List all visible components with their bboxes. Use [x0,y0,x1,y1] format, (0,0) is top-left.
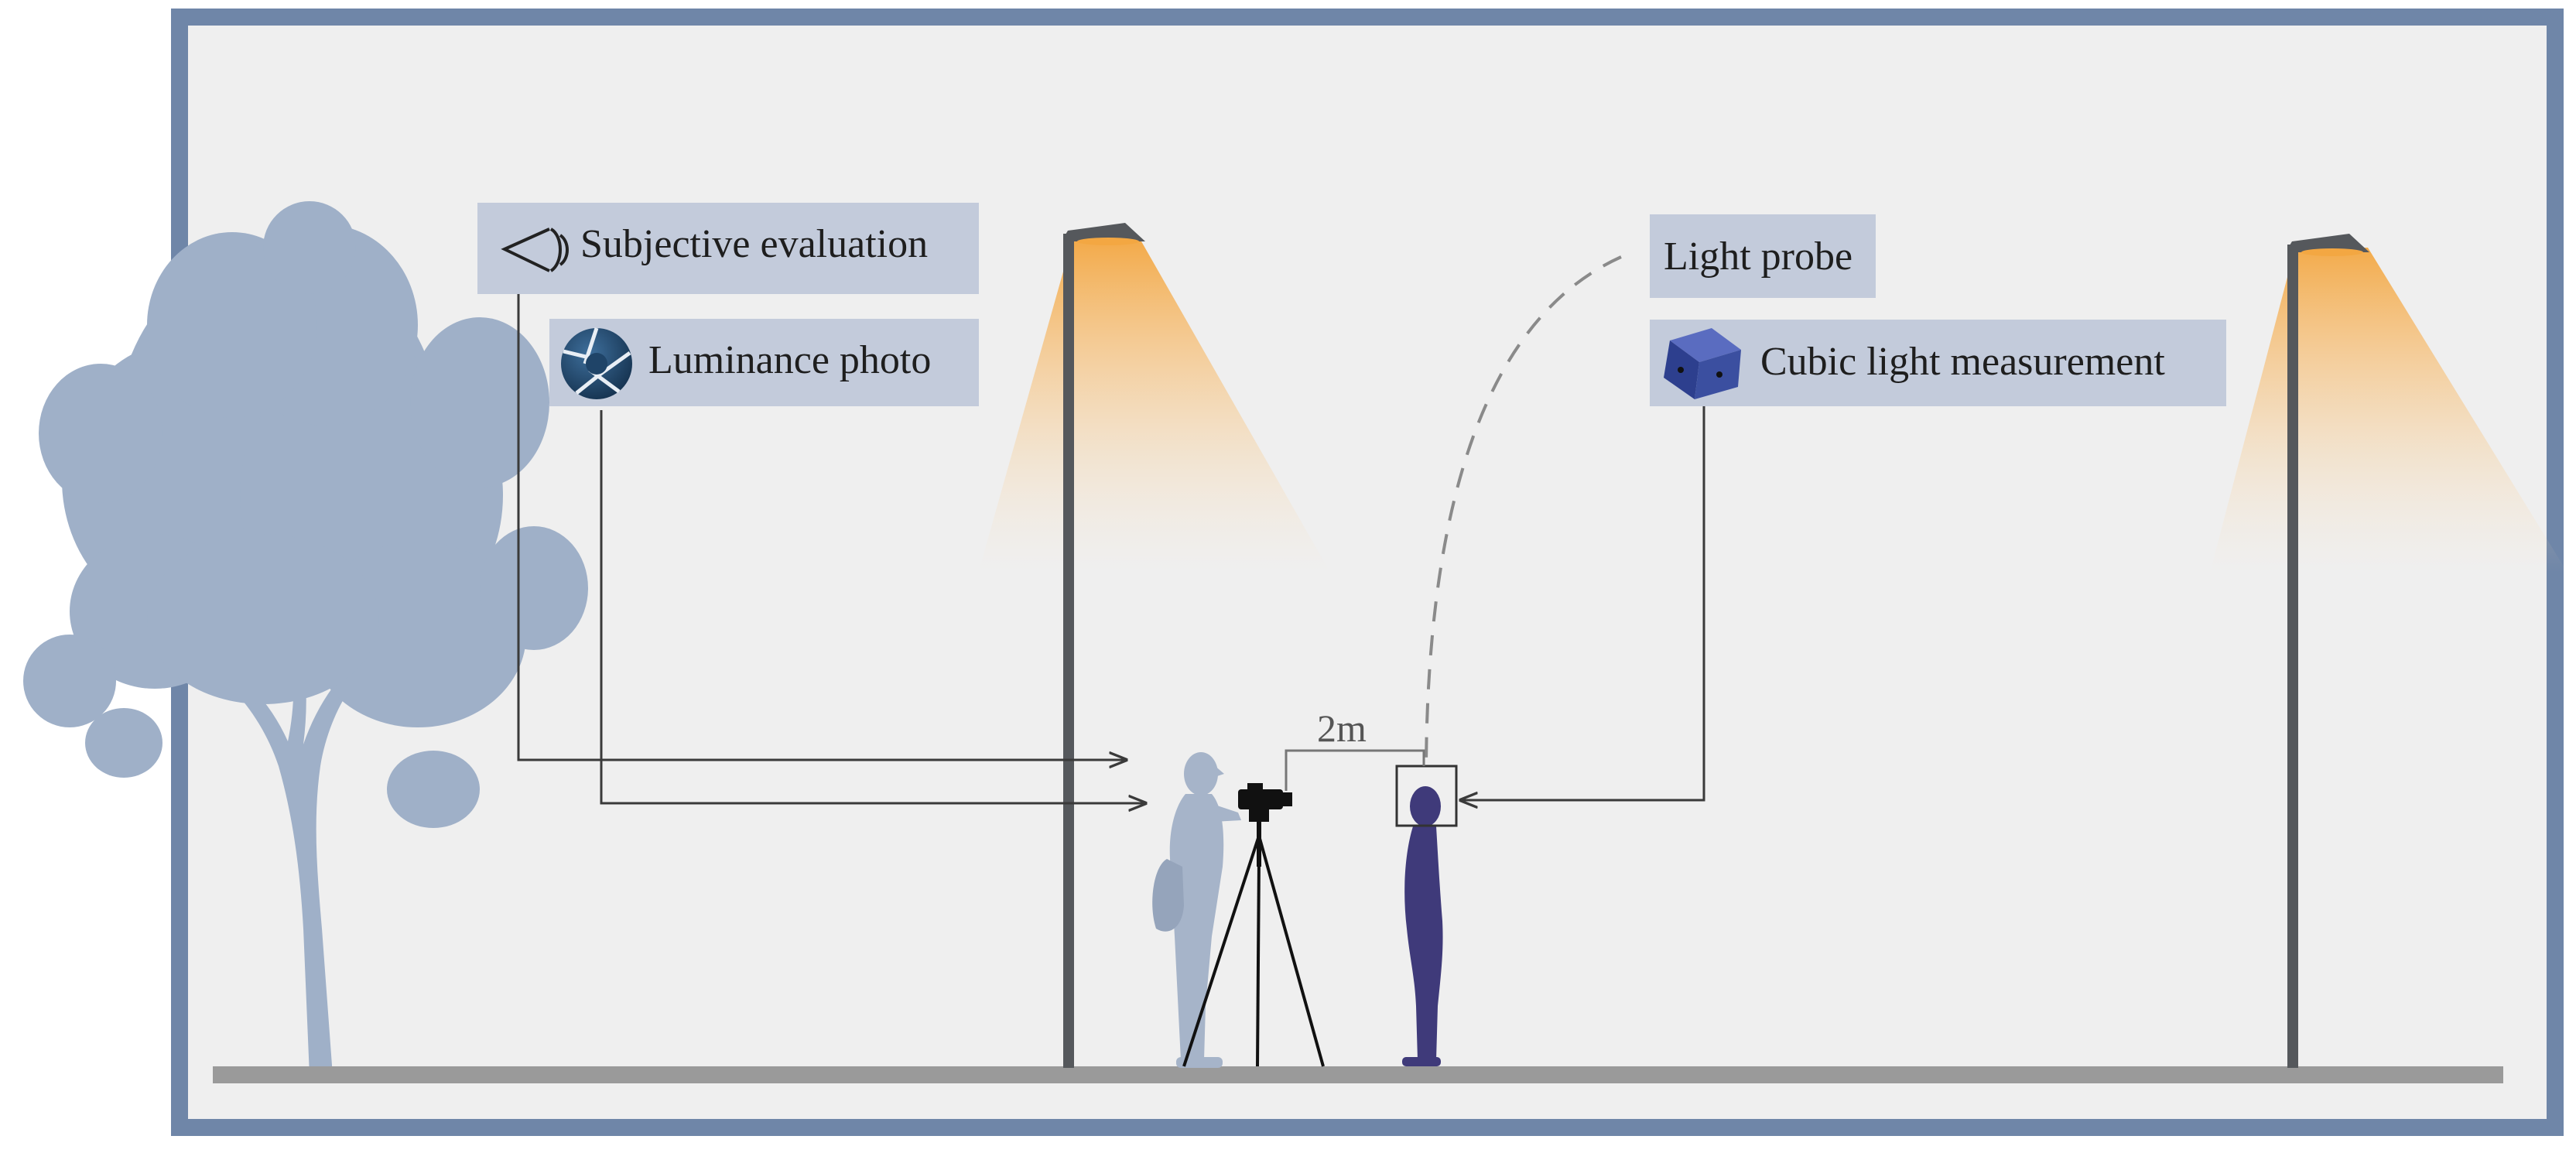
subjective-evaluation-text: Subjective evaluation [580,222,928,266]
cubic-light-measurement-text: Cubic light measurement [1760,340,2165,384]
cubic-light-measurement-label: Cubic light measurement [1650,320,2226,406]
subject-silhouette [1402,786,1443,1066]
distance-label: 2m [1317,707,1367,750]
cubic-measurement-connector [1461,406,1705,800]
light-probe-box [1395,765,1458,827]
subjective-evaluation-connector [517,294,1126,760]
luminance-photo-text: Luminance photo [648,338,931,382]
light-cone-right [2210,248,2567,573]
cube-icon [1664,328,1741,399]
light-probe-dashed-curve [1425,255,1622,767]
tree [23,201,588,1076]
ground [213,1066,2503,1083]
distance-bracket [1285,749,1425,791]
street-lamp-left [1063,223,1145,1068]
subjective-evaluation-label: Subjective evaluation [477,203,979,294]
luminance-photo-label: Luminance photo [549,319,979,406]
light-probe-text: Light probe [1664,234,1852,279]
light-probe-label: Light probe [1650,214,1876,298]
luminance-photo-connector [600,410,1145,803]
eye-icon [501,228,569,272]
camera-tripod [1182,783,1325,1067]
camera-aperture-icon [561,327,632,399]
observer-silhouette [1152,752,1241,1068]
street-lamp-right [2287,234,2369,1068]
